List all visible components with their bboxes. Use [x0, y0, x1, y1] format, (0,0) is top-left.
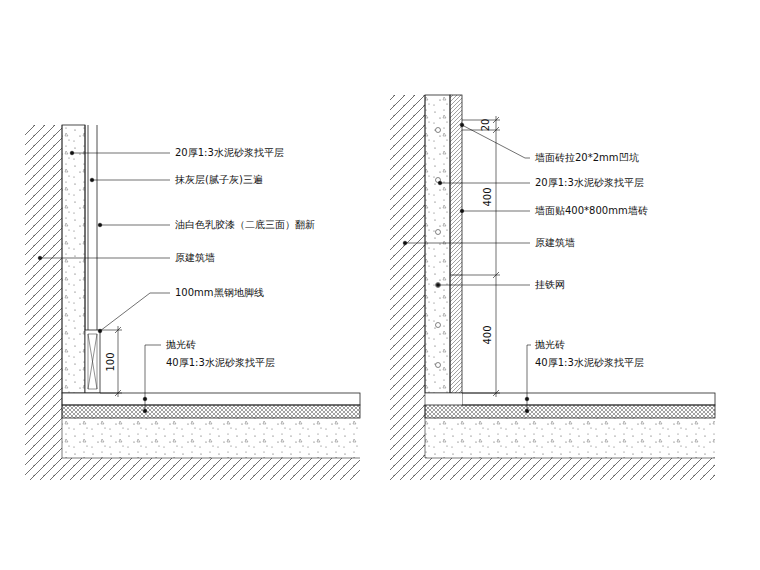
wire-mesh — [436, 323, 441, 328]
dimension-line — [462, 116, 500, 397]
material-note: 油白色乳胶漆（二底三面）翻新 — [175, 219, 315, 231]
floor-tile — [462, 393, 715, 405]
material-note: 20厚1:3水泥砂浆找平层 — [175, 147, 284, 159]
leader-dot — [525, 409, 529, 413]
dimension-text: 400 — [482, 325, 494, 344]
material-note: 原建筑墙 — [175, 252, 215, 264]
leader-dot — [438, 181, 442, 185]
baseboard-block — [88, 334, 97, 389]
leader-line — [405, 183, 530, 285]
left-leaders — [38, 151, 170, 413]
floor-tile — [425, 393, 462, 405]
leader-line — [527, 345, 531, 411]
leader-dot — [460, 209, 464, 213]
wire-mesh — [436, 230, 441, 235]
material-note: 墙面贴400*800mm墙砖 — [535, 205, 648, 217]
material-note: 挂铁网 — [535, 279, 565, 291]
leader-dot — [403, 241, 407, 245]
finish-layers — [85, 125, 97, 330]
leader-dot — [525, 397, 529, 401]
material-note: 原建筑墙 — [535, 237, 575, 249]
leader-dot — [460, 123, 464, 127]
earth-hatch — [25, 458, 360, 480]
right-leaders — [403, 116, 531, 413]
plaster-layer — [425, 95, 450, 393]
leader-line — [145, 345, 161, 411]
wire-mesh — [436, 128, 441, 368]
leader-dot — [90, 178, 94, 182]
leader-dot — [143, 397, 147, 401]
screed-layer — [62, 405, 360, 418]
screed-layer — [425, 405, 715, 418]
earth-hatch — [25, 125, 62, 460]
outline — [425, 95, 715, 458]
leader-dot — [143, 409, 147, 413]
leader-dot — [70, 151, 74, 155]
leader-line — [100, 293, 170, 331]
left-section — [25, 125, 360, 480]
leader-dot — [436, 283, 440, 287]
leader-line — [40, 153, 170, 258]
floor-tile — [62, 393, 360, 405]
outline — [62, 125, 360, 458]
leader-dot — [38, 256, 42, 260]
dimension-text: 20 — [480, 119, 492, 132]
wire-mesh — [436, 363, 441, 368]
material-note: 40厚1:3水泥砂浆找平层 — [535, 357, 644, 369]
concrete-slab — [425, 418, 715, 458]
dimension-text: 400 — [482, 187, 494, 206]
right-section — [390, 95, 715, 480]
dimension-line — [100, 326, 122, 397]
material-note: 20厚1:3水泥砂浆找平层 — [535, 177, 644, 189]
baseboard — [85, 330, 100, 393]
wire-mesh — [436, 128, 441, 133]
material-note: 抛光砖 — [535, 339, 565, 351]
earth-hatch — [390, 95, 425, 460]
material-note: 墙面砖拉20*2mm凹坑 — [535, 152, 639, 164]
leader-line — [462, 125, 530, 158]
tile-joint — [450, 275, 462, 276]
material-note: 40厚1:3水泥砂浆找平层 — [166, 357, 275, 369]
wire-mesh — [436, 283, 441, 288]
material-note: 100mm黑钢地脚线 — [175, 287, 264, 299]
concrete-slab — [62, 418, 360, 458]
plaster-layer — [62, 125, 85, 393]
dimension-text: 100 — [105, 352, 117, 371]
wall-tile — [450, 95, 462, 393]
material-note: 抹灰层(腻子灰)三遍 — [175, 174, 263, 186]
leader-dot — [98, 223, 102, 227]
material-note: 抛光砖 — [166, 339, 196, 351]
earth-hatch — [390, 458, 715, 480]
